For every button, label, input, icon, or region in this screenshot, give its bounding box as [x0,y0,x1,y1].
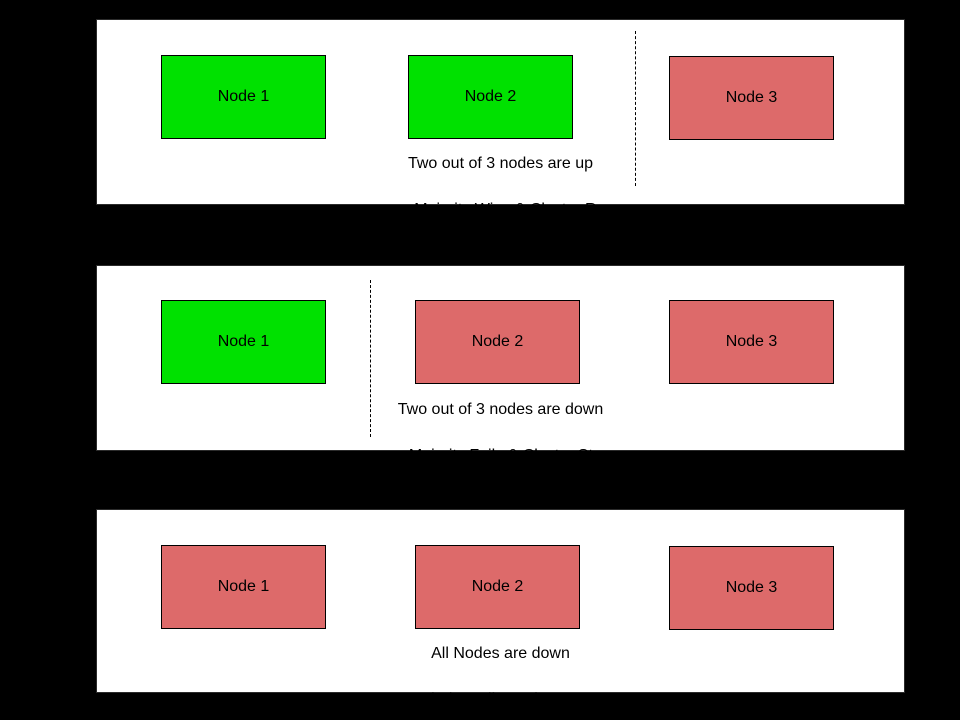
caption-line-1: Two out of 3 nodes are down [397,401,604,418]
node-box: Node 1 [161,545,326,629]
caption-line-1: Two out of 3 nodes are up [407,155,593,172]
caption-line-1: All Nodes are down [431,645,570,662]
node-box: Node 3 [669,546,834,630]
node-box: Node 3 [669,300,834,384]
node-label: Node 3 [725,89,778,106]
node-label: Node 2 [464,88,517,105]
node-box: Node 1 [161,55,326,139]
node-label: Node 3 [725,333,778,350]
scenario-caption: Two out of 3 nodes are up , Majority Win… [97,152,904,244]
scenario-panel-two-down: Node 1 Node 2 Node 3 Two out of 3 nodes … [96,265,905,464]
node-box: Node 3 [669,56,834,140]
node-box: Node 2 [408,55,573,139]
scenario-panel-two-up: Node 1 Node 2 Node 3 Two out of 3 nodes … [96,19,905,218]
node-label: Node 2 [471,333,524,350]
node-box: Node 1 [161,300,326,384]
scenario-panel-all-down: Node 1 Node 2 Node 3 All Nodes are down … [96,509,905,708]
scenario-caption: All Nodes are down Majority Fails & Clus… [97,642,904,720]
node-label: Node 3 [725,579,778,596]
node-label: Node 2 [471,578,524,595]
node-box: Node 2 [415,545,580,629]
node-label: Node 1 [217,333,270,350]
caption-line-2: , Majority Wins & Cluster Runs [405,201,623,218]
caption-line-2: Majority Fails & Cluster Stops [408,691,619,708]
node-label: Node 1 [217,88,270,105]
caption-line-2: Majority Fails & Cluster Stops [408,447,619,464]
partition-divider [635,31,636,186]
node-label: Node 1 [217,578,270,595]
partition-divider [370,280,371,437]
scenario-caption: Two out of 3 nodes are down Majority Fai… [97,398,904,490]
node-box: Node 2 [415,300,580,384]
